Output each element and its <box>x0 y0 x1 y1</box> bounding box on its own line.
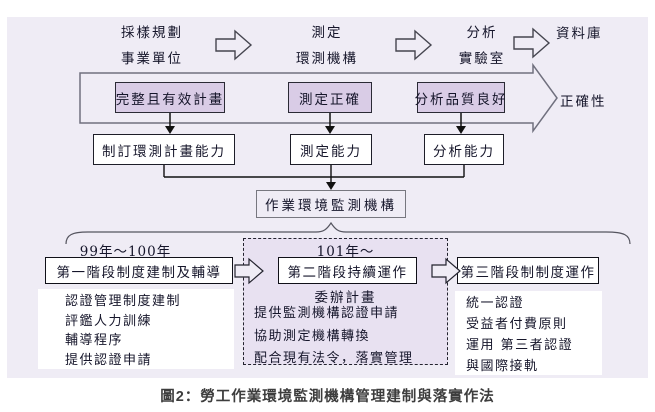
flow-step-sampling: 採樣規劃 事業單位 <box>97 20 207 72</box>
stage1-title-box: 第一階段制度建制及輔導 <box>45 257 233 284</box>
flow-step-measurement: 測定 環測機構 <box>272 20 382 72</box>
flow-step-role: 測定 <box>311 25 343 41</box>
quality-box-plan: 完整且有效計畫 <box>115 82 225 113</box>
accuracy-label: 正確性 <box>560 94 607 110</box>
quality-box-analysis: 分析品質良好 <box>415 82 506 113</box>
capability-box-analysis: 分析能力 <box>424 134 504 165</box>
flow-result-label: 資料庫 <box>556 26 603 42</box>
flow-step-analysis: 分析 實驗室 <box>427 20 537 72</box>
stage3-title-box: 第三階段制制度運作 <box>457 257 599 284</box>
figure-caption: 圖2：勞工作業環境監測機構管理建制與落實作法 <box>160 389 495 405</box>
capability-box-plan: 制訂環測計畫能力 <box>93 134 235 165</box>
flow-step-role: 採樣規劃 <box>121 25 183 41</box>
flow-step-entity: 環測機構 <box>296 51 358 67</box>
stage2-item-list: 提供監測機構認證申請 協助測定機構轉換 配合現有法令，落實管理 <box>254 303 446 371</box>
flow-step-role: 分析 <box>466 25 498 41</box>
list-item: 認證管理制度建制 <box>65 294 182 309</box>
list-item: 協助測定機構轉換 <box>254 328 371 344</box>
stage2-period: 101年～ <box>316 244 375 260</box>
list-item: 運用 第三者認證 <box>466 338 574 353</box>
list-item: 提供監測機構認證申請 <box>254 306 400 321</box>
list-item: 受益者付費原則 <box>466 317 568 332</box>
list-item: 評鑑人力訓練 <box>65 313 153 329</box>
stage2-title-box: 第二階段持續運作 <box>278 257 417 284</box>
stage1-period: 99年～100年 <box>79 244 172 260</box>
stage2-subtitle: 委辦計畫 <box>314 290 377 306</box>
flow-step-entity: 實驗室 <box>458 51 506 67</box>
list-item: 配合現有法令，落實管理 <box>254 351 414 366</box>
list-item: 與國際接軌 <box>466 359 539 374</box>
org-box: 作業環境監測機構 <box>256 190 406 218</box>
list-item: 提供認證申請 <box>65 352 153 368</box>
list-item: 輔導程序 <box>65 333 124 348</box>
list-item: 統一認證 <box>466 296 525 311</box>
quality-box-measure: 測定正確 <box>288 82 372 113</box>
flow-step-entity: 事業單位 <box>121 51 183 67</box>
stage3-item-list: 統一認證 受益者付費原則 運用 第三者認證 與國際接軌 <box>455 291 602 375</box>
stage1-item-list: 認證管理制度建制 評鑑人力訓練 輔導程序 提供認證申請 <box>38 289 234 369</box>
capability-box-measure: 測定能力 <box>290 134 372 165</box>
